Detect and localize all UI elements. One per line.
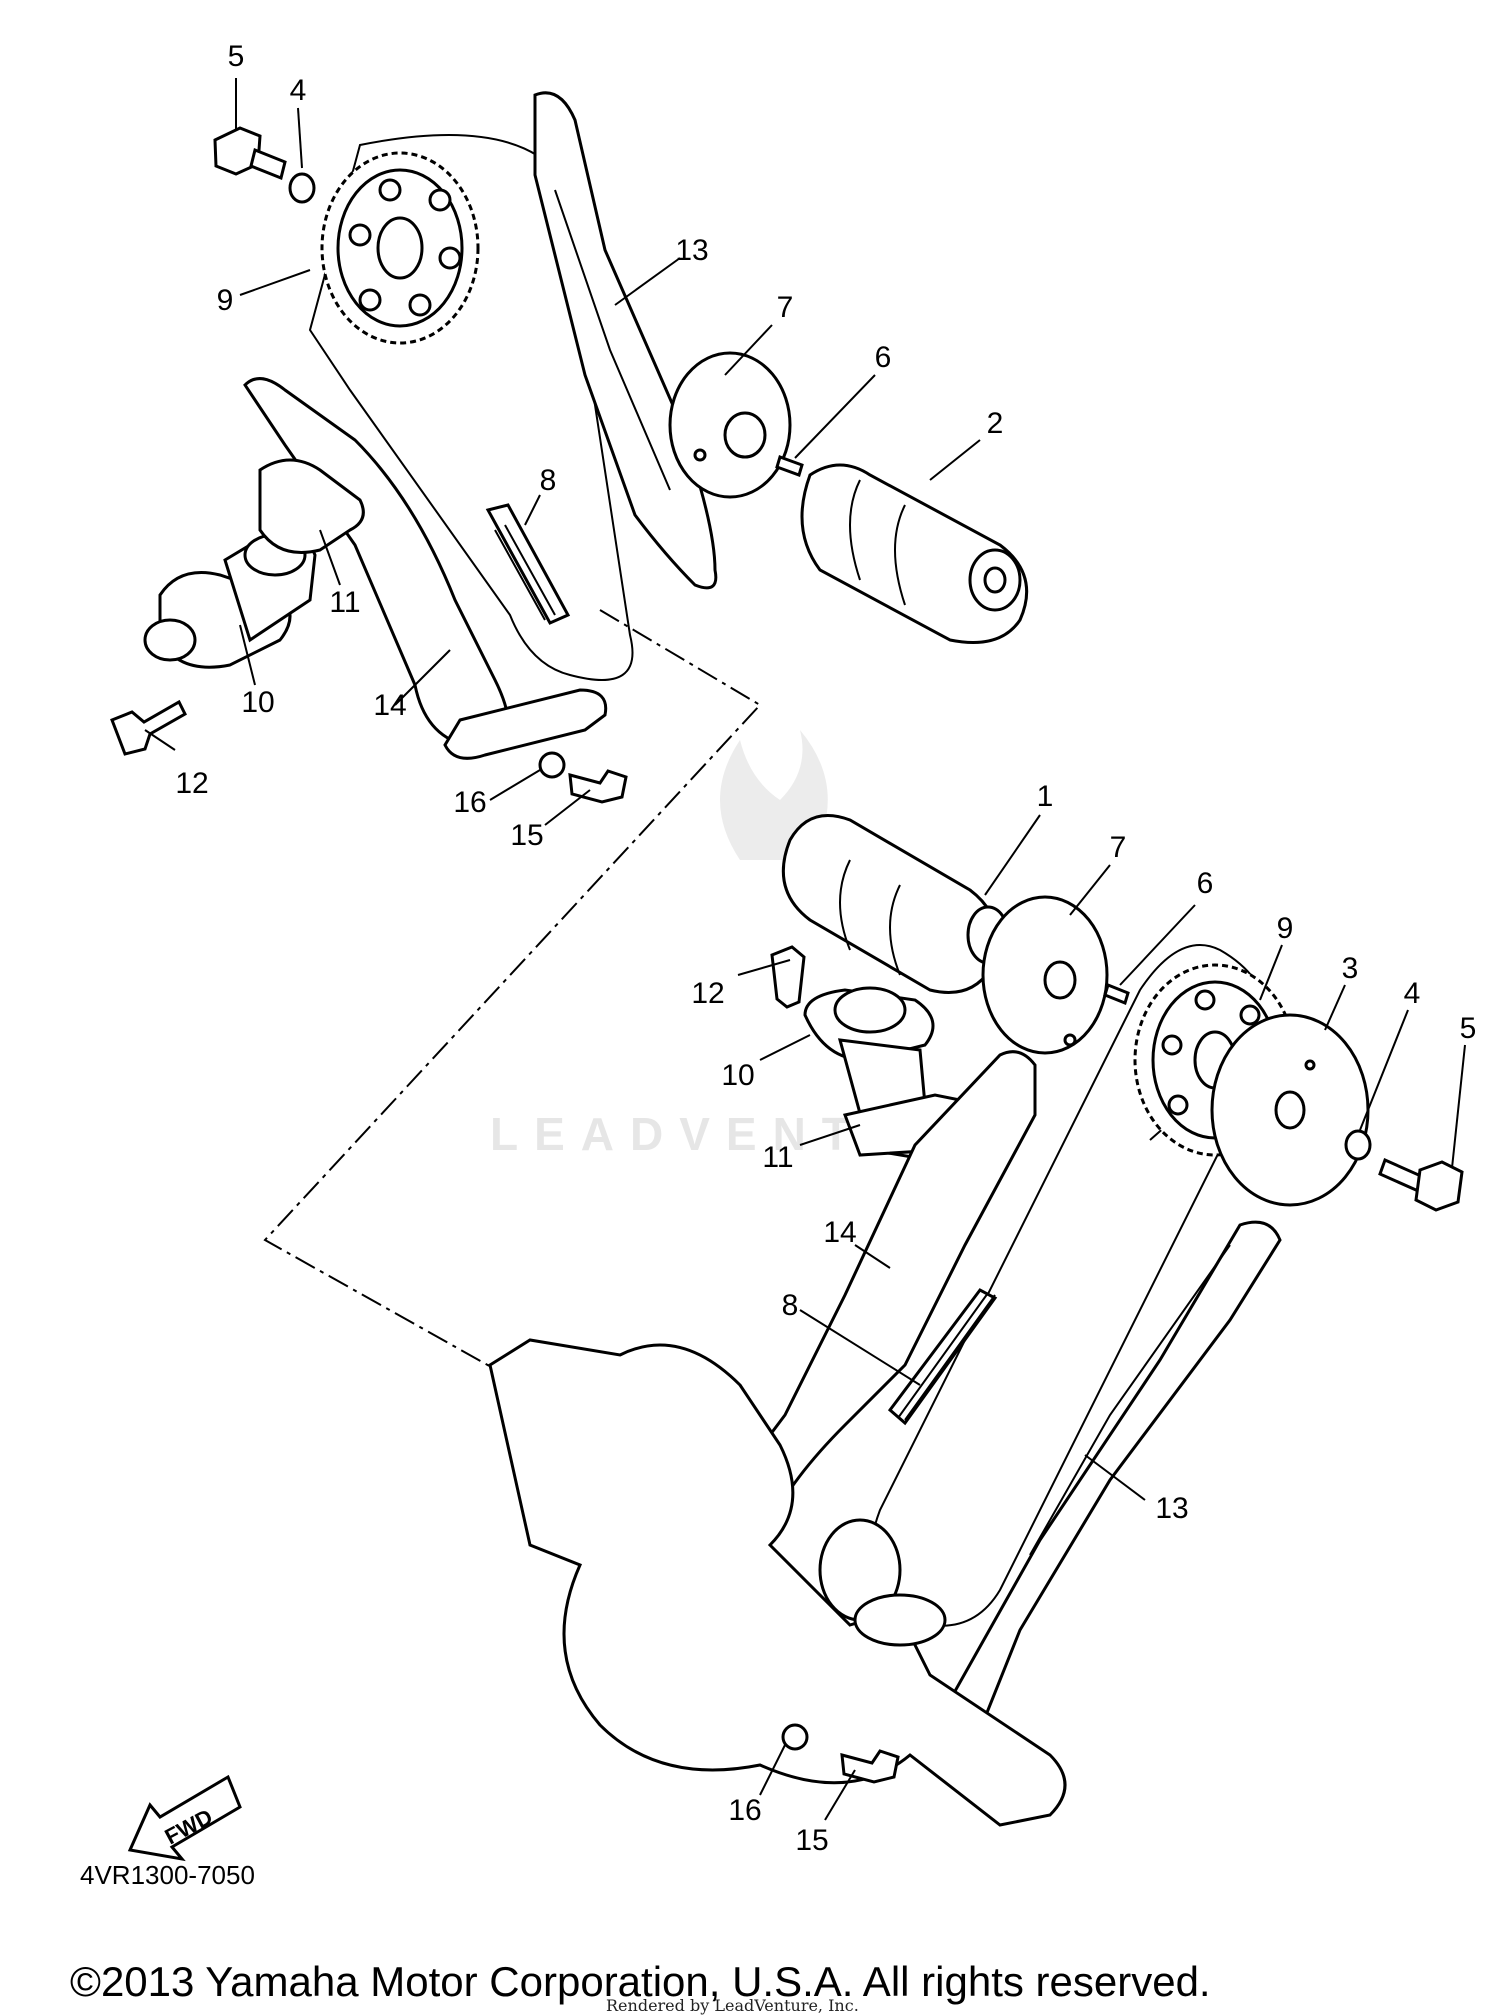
pin-top xyxy=(775,455,804,477)
bolt-bottom xyxy=(1378,1157,1464,1212)
timing-chain-bottom xyxy=(887,1288,998,1426)
callout-washer-16: 16 xyxy=(728,1794,761,1827)
exhaust-camshaft xyxy=(800,463,1029,644)
bolt-12-bottom xyxy=(770,945,806,1009)
callout-pin: 6 xyxy=(875,341,892,374)
callout-pin: 6 xyxy=(1197,867,1214,900)
bolt-12-top xyxy=(110,699,187,756)
callout-tensioner-arm: 14 xyxy=(373,689,406,722)
pin-bottom xyxy=(1103,982,1130,1006)
cam-sprocket-top xyxy=(320,151,480,345)
timing-chain-top xyxy=(485,503,571,625)
gasket-top xyxy=(258,458,365,554)
callout-bolt: 5 xyxy=(1460,1012,1477,1045)
chain-tensioner-top xyxy=(143,528,317,669)
callout-cam: 7 xyxy=(777,291,794,324)
callout-sprocket: 9 xyxy=(217,284,234,317)
callout-gasket: 11 xyxy=(329,586,360,619)
chain-guide-top xyxy=(533,91,718,590)
crankshaft xyxy=(488,1338,1067,1827)
callout-gasket: 11 xyxy=(762,1141,793,1174)
callout-cam-plate: 3 xyxy=(1342,952,1359,985)
callout-timing-chain: 8 xyxy=(782,1289,799,1322)
callout-timing-chain: 8 xyxy=(540,464,557,497)
fwd-arrow: FWD xyxy=(127,1774,242,1862)
callout-cam: 7 xyxy=(1110,831,1127,864)
callout-tensioner: 10 xyxy=(241,686,274,719)
callout-bolt-15: 15 xyxy=(795,1824,828,1857)
copyright-notice: ©2013 Yamaha Motor Corporation, U.S.A. A… xyxy=(70,1958,1211,2005)
callout-bolt-15: 15 xyxy=(510,819,543,852)
callout-bolt-12: 12 xyxy=(175,767,208,800)
callout-washer-16: 16 xyxy=(453,786,486,819)
callout-tensioner-arm: 14 xyxy=(823,1216,856,1249)
bolt-top xyxy=(213,126,287,181)
washer-16-top xyxy=(538,751,566,779)
callout-tensioner: 10 xyxy=(721,1059,754,1092)
callout-bolt-12: 12 xyxy=(691,977,724,1010)
washer-bottom xyxy=(1344,1129,1372,1161)
tensioner-bracket-top xyxy=(443,688,608,760)
callout-camshaft: 2 xyxy=(987,407,1004,440)
callout-sprocket: 9 xyxy=(1277,912,1294,945)
leader-lines-top xyxy=(144,78,981,826)
callout-washer: 4 xyxy=(1404,977,1421,1010)
washer-top xyxy=(288,172,316,204)
cam-chain-loop-top xyxy=(308,134,634,681)
callout-camshaft: 1 xyxy=(1037,780,1054,813)
washer-16-bottom xyxy=(781,1723,809,1751)
leader-lines-bottom xyxy=(737,814,1466,1821)
bolt-15-bottom xyxy=(840,1749,900,1784)
decompression-cam-top xyxy=(668,351,792,499)
callout-washer: 4 xyxy=(290,74,307,107)
callout-bolt: 5 xyxy=(228,40,245,73)
assembly-dash-line xyxy=(263,609,762,1373)
decompression-cam-bottom xyxy=(981,895,1109,1055)
intake-camshaft xyxy=(781,814,1010,994)
rendered-by-notice: Rendered by LeadVenture, Inc. xyxy=(606,1996,859,2015)
callout-chain-guide: 13 xyxy=(675,234,708,267)
diagram-code: 4VR1300-7050 xyxy=(80,1860,255,1890)
callout-chain-guide: 13 xyxy=(1155,1492,1188,1525)
cam-plate xyxy=(1210,1013,1370,1207)
bolt-15-top xyxy=(568,769,628,804)
